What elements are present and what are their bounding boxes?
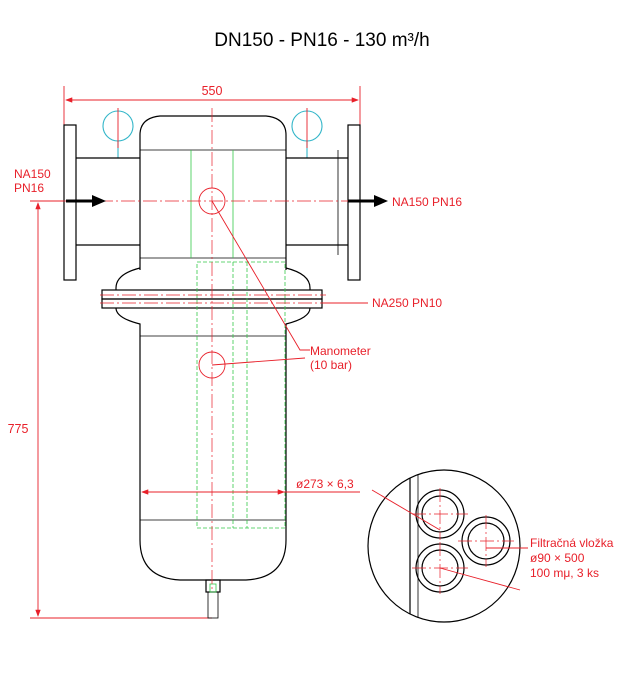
drawing-title: DN150 - PN16 - 130 m³/h <box>214 30 429 51</box>
width-dimension-label: 550 <box>202 84 223 98</box>
lower-vessel <box>115 307 311 581</box>
manometer-port-upper <box>198 187 226 215</box>
cross-section-detail <box>367 469 521 623</box>
gauge-left <box>102 108 134 158</box>
gauge-right <box>291 108 323 158</box>
flange-label: NA250 PN10 <box>372 296 442 310</box>
height-dimension: 775 775 <box>8 200 212 619</box>
filter-cartridges-side <box>190 150 286 529</box>
manometer-label-line1: Manometer <box>310 344 371 358</box>
outlet-arrow-icon <box>348 195 388 207</box>
height-dimension-text: 775 <box>8 422 29 436</box>
cartridge-label-line1: Filtračná vložka <box>530 536 614 550</box>
manometer-label-line2: (10 bar) <box>310 358 352 372</box>
cartridge-label-line3: 100 mμ, 3 ks <box>530 566 599 580</box>
upper-body <box>115 115 311 290</box>
drain-valve <box>205 579 221 619</box>
inlet-label-line2: PN16 <box>14 181 44 195</box>
outlet-label: NA150 PN16 <box>392 195 462 209</box>
centre-lines <box>55 108 372 592</box>
cartridge-label-line2: ø90 × 500 <box>530 551 585 565</box>
vessel-diameter-dimension: ø273 × 6,3 <box>141 477 360 495</box>
vessel-diameter-label: ø273 × 6,3 <box>296 477 354 491</box>
manometer-port-lower <box>198 351 226 379</box>
width-dimension: 550 <box>63 84 361 125</box>
inlet-arrow-icon <box>66 195 106 207</box>
inlet-label-line1: NA150 <box>14 167 51 181</box>
